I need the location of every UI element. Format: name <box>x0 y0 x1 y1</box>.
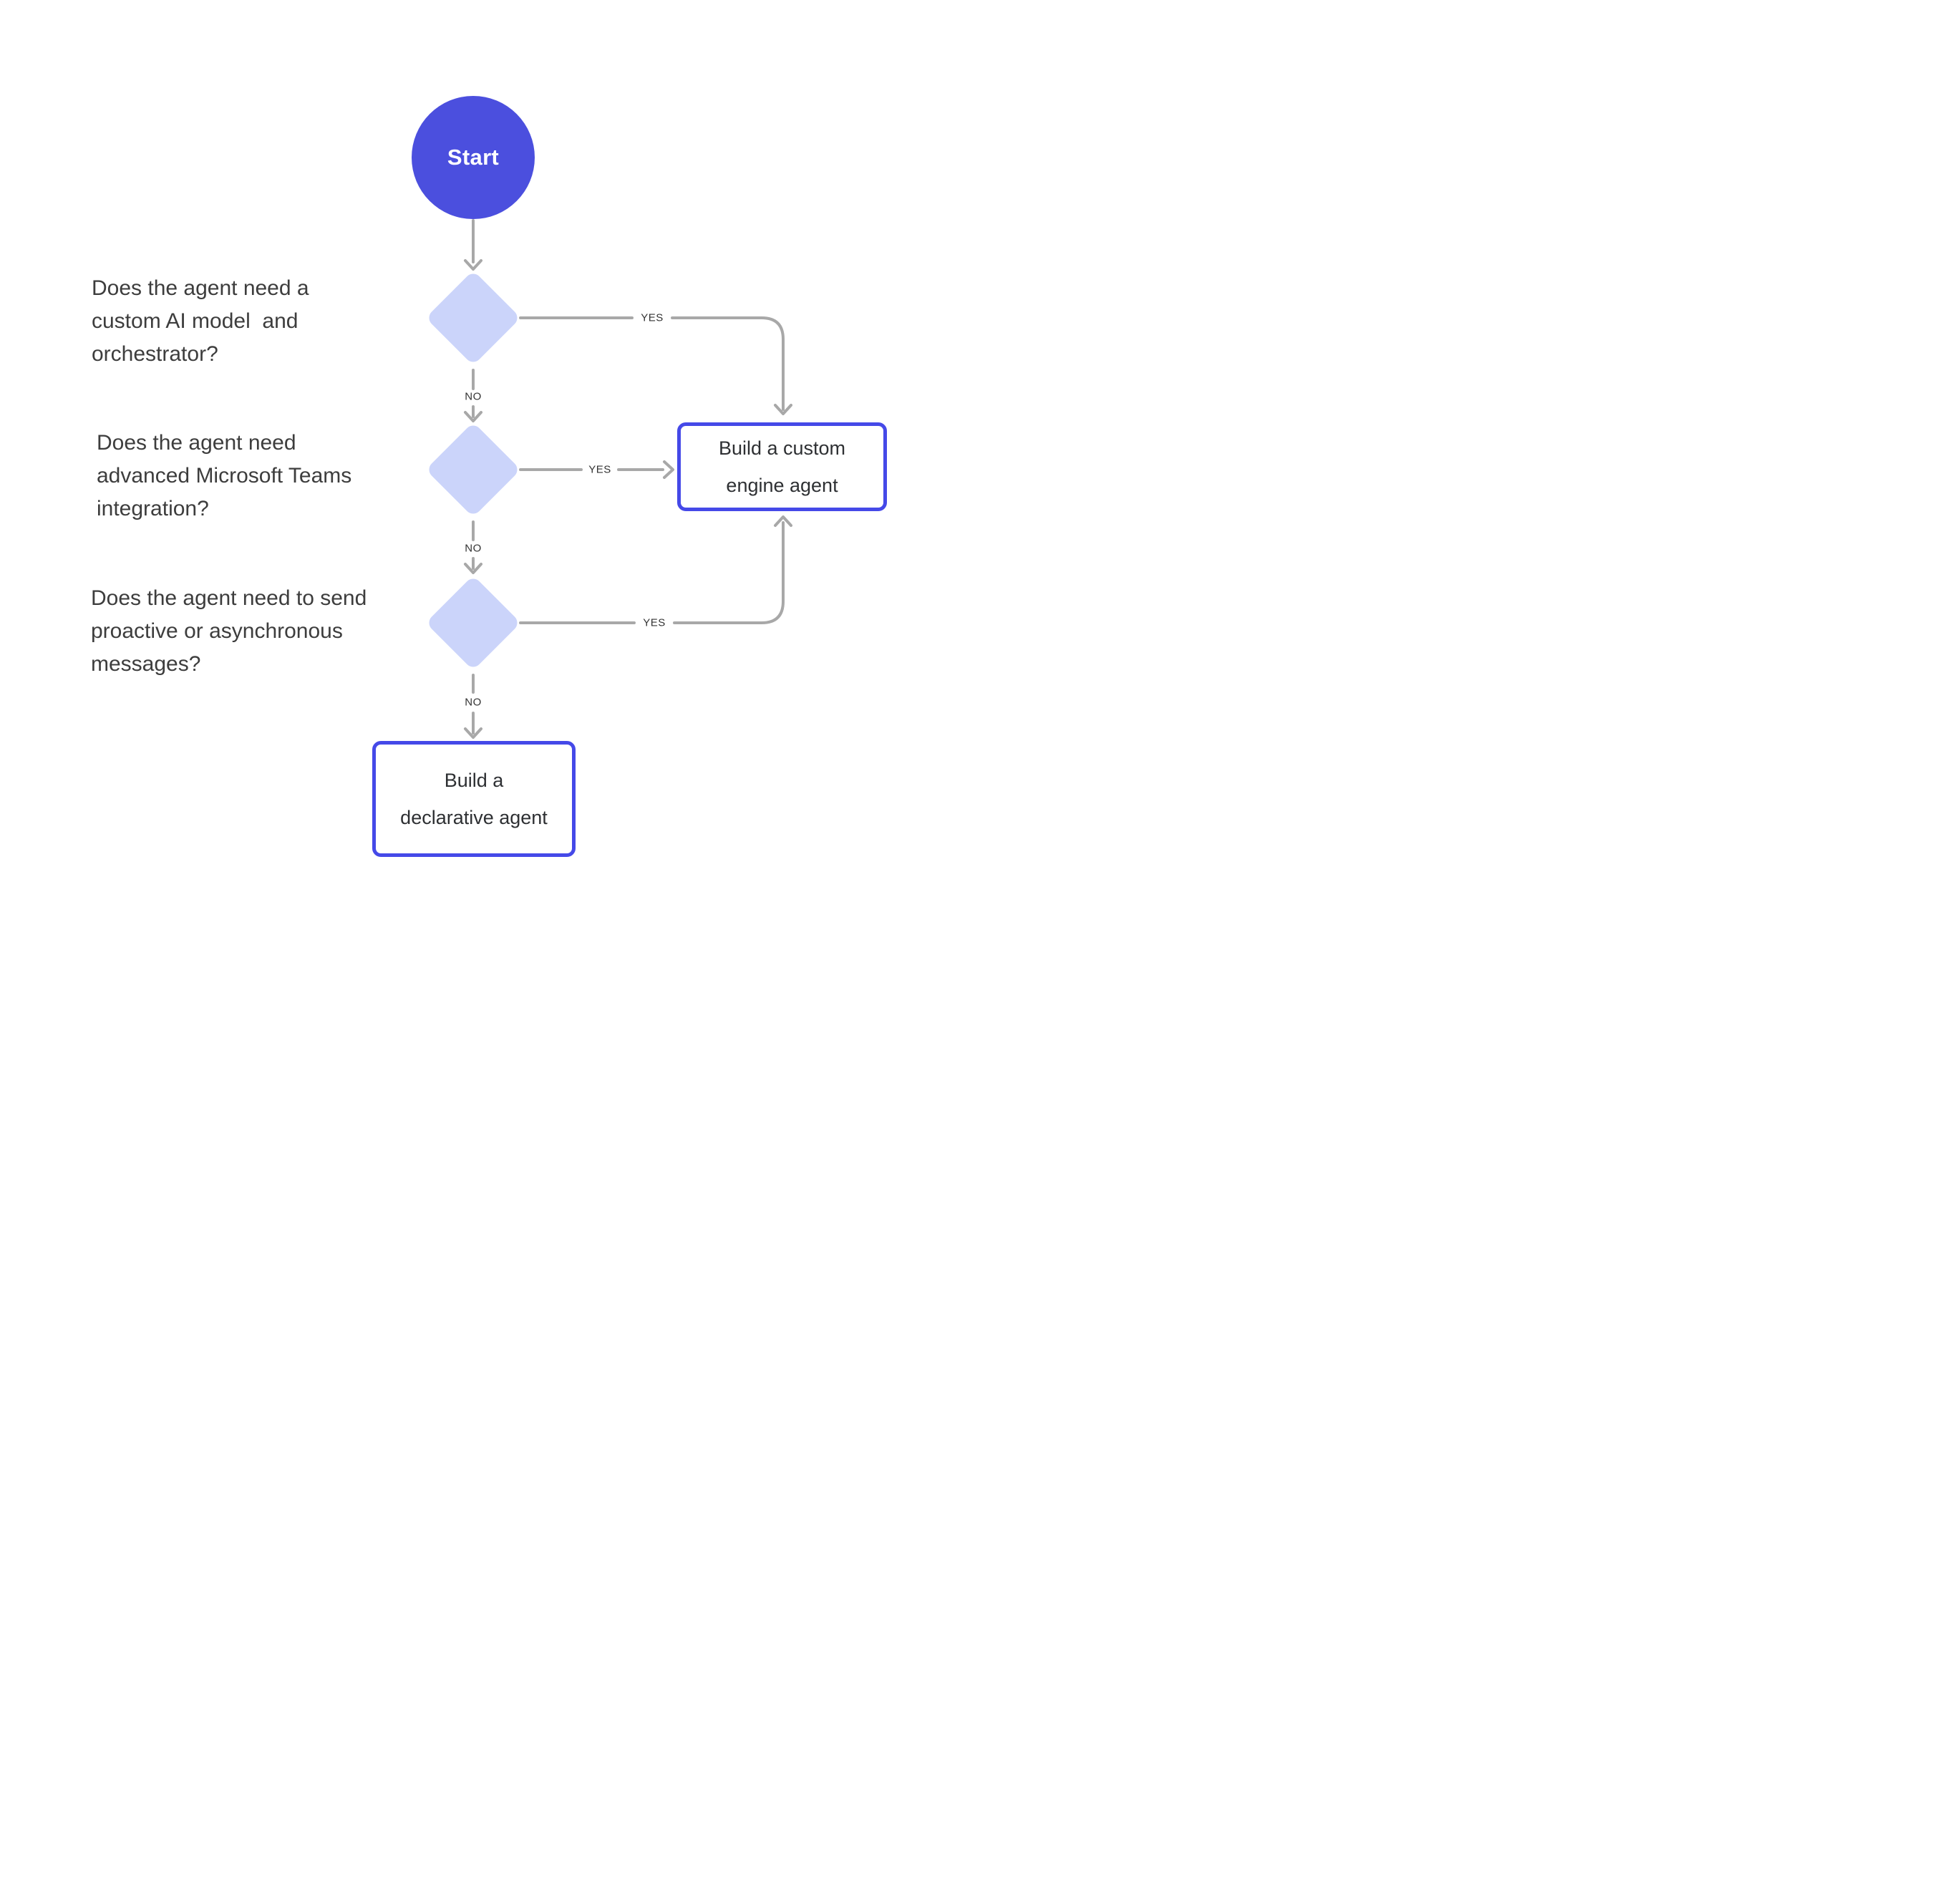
flowchart-canvas: Start Does the agent need a custom AI mo… <box>0 0 980 950</box>
yes-label-2: YES <box>586 463 614 476</box>
decision-diamond-2 <box>425 422 521 518</box>
no-label-1: NO <box>462 390 485 403</box>
yes-label-1: YES <box>638 311 666 324</box>
outcome-box-custom-engine: Build a custom engine agent <box>677 422 887 511</box>
arrow-decision-3-yes <box>519 515 792 624</box>
outcome-label-custom-engine: Build a custom engine agent <box>718 437 846 496</box>
no-label-3: NO <box>462 696 485 709</box>
outcome-box-declarative: Build a declarative agent <box>372 741 576 857</box>
question-text-1: Does the agent need a custom AI model an… <box>92 276 309 366</box>
arrow-decision-1-yes <box>519 316 792 415</box>
yes-label-3: YES <box>640 616 669 629</box>
question-text-2: Does the agent need advanced Microsoft T… <box>97 431 352 520</box>
question-text-3: Does the agent need to send proactive or… <box>91 586 367 676</box>
arrow-start-to-decision-1 <box>464 219 482 271</box>
decision-diamond-1 <box>425 270 521 366</box>
outcome-label-declarative: Build a declarative agent <box>400 770 548 828</box>
decision-diamond-3 <box>425 575 521 671</box>
start-label: Start <box>447 145 500 170</box>
no-label-2: NO <box>462 542 485 555</box>
start-node: Start <box>412 96 535 219</box>
